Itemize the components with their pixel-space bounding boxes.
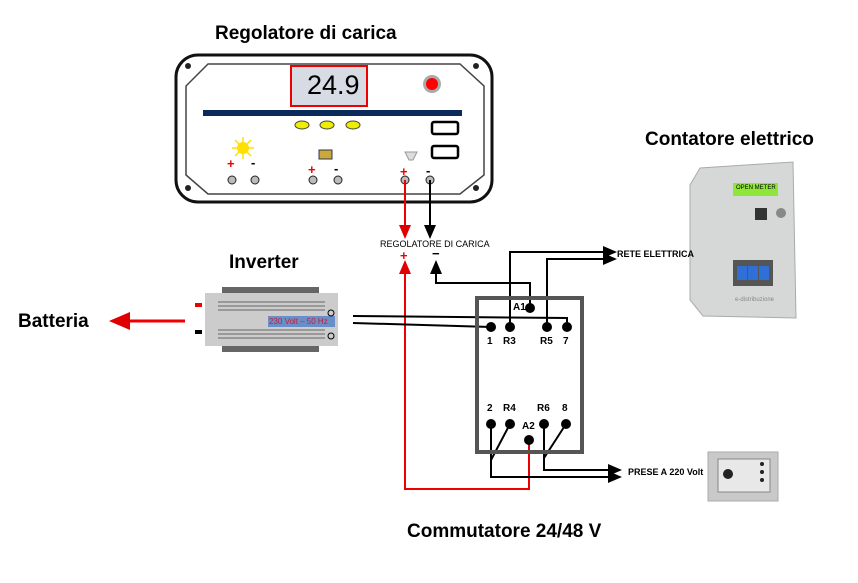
minus-label: - xyxy=(426,163,431,178)
meter-brand: e-distribuzione xyxy=(735,297,775,303)
plus-label: + xyxy=(227,156,235,171)
terminal-label: 8 xyxy=(562,403,568,414)
regulator-terminals-label: REGOLATORE DI CARICA xyxy=(380,239,490,249)
grid-wire-r3 xyxy=(509,246,617,327)
electricity-meter xyxy=(689,161,797,319)
terminal-label: R5 xyxy=(540,336,553,347)
inverter xyxy=(195,287,338,352)
grid-label: RETE ELETTRICA xyxy=(617,249,695,259)
sun-icon xyxy=(232,137,254,159)
meter-title: Contatore elettrico xyxy=(645,129,814,150)
led-indicators xyxy=(294,120,361,130)
regulator-title: Regolatore di carica xyxy=(215,23,397,44)
socket-wire-r6 xyxy=(543,424,622,476)
inverter-title: Inverter xyxy=(229,252,299,273)
regulator-terminals xyxy=(227,175,435,185)
terminal-label: 2 xyxy=(487,403,493,414)
regulator-display-value: 24.9 xyxy=(307,70,360,100)
terminal-label: A1 xyxy=(513,302,526,313)
meter-display: OPEN METER xyxy=(736,185,776,191)
a1-negative-wire xyxy=(430,260,531,308)
minus-label: - xyxy=(334,161,339,176)
terminal-label: R3 xyxy=(503,336,516,347)
switch-terminals xyxy=(486,303,572,445)
plus-label: + xyxy=(308,162,316,177)
charge-regulator xyxy=(174,53,494,204)
switch-title: Commutatore 24/48 V xyxy=(407,521,602,542)
bulb-icon xyxy=(404,151,418,161)
corner-screws xyxy=(185,63,479,191)
plus-label: + xyxy=(400,248,408,263)
grid-wire-r5 xyxy=(546,253,617,327)
inverter-wire-1 xyxy=(352,322,492,328)
plus-label: + xyxy=(400,164,408,179)
socket-wire-2 xyxy=(490,424,622,483)
sockets-label: PRESE A 220 Volt xyxy=(628,467,704,477)
terminal-label: R4 xyxy=(503,403,516,414)
battery-icon xyxy=(318,149,333,160)
regulator-display xyxy=(290,65,368,107)
switch-box xyxy=(475,296,584,454)
minus-label: - xyxy=(251,155,256,170)
battery-title: Batteria xyxy=(18,311,89,332)
terminal-label: A2 xyxy=(522,421,535,432)
a2-positive-wire xyxy=(399,260,530,490)
terminal-label: 1 xyxy=(487,336,493,347)
minus-label: − xyxy=(432,246,440,261)
wall-socket xyxy=(707,451,779,502)
terminal-label: R6 xyxy=(537,403,550,414)
terminal-label: 7 xyxy=(563,336,569,347)
inverter-rating: 230 Volt – 50 Hz xyxy=(269,317,328,326)
